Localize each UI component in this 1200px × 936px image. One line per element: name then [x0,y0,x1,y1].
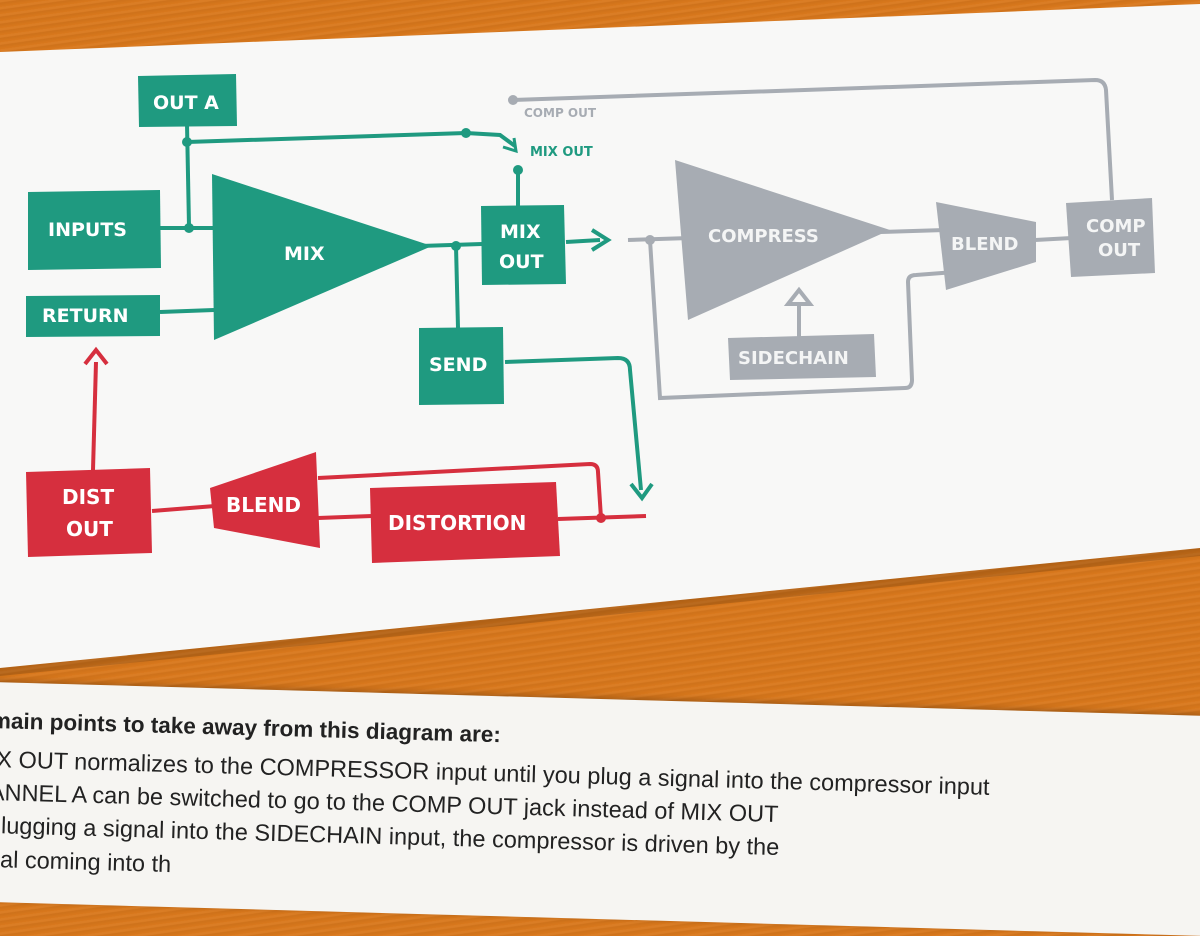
signal-flow-diagram: COMPRESS BLEND COMP OUT SIDECHAIN COMP O… [0,4,1200,676]
sidechain-block [728,334,876,380]
return-label: RETURN [42,305,129,327]
distortion-label: DISTORTION [388,511,526,535]
bus-arrowhead [502,137,518,154]
compress-triangle [675,160,890,320]
mix-triangle [212,174,432,340]
notes-heading: main points to take away from this diagr… [0,707,502,748]
notes-line-4: nal coming into th [0,845,172,878]
blend-dist-label: BLEND [226,493,301,517]
card-shadow [0,548,1200,676]
distortion-block [370,482,560,563]
blend-dist-block [210,452,320,548]
compress-input-dot [645,235,655,245]
notes-page: main points to take away from this diagr… [0,682,1200,936]
blend-comp-label: BLEND [951,234,1019,255]
sidechain-label: SIDECHAIN [738,348,849,369]
send-label: SEND [429,354,487,376]
mix-out-label-2: OUT [499,251,544,273]
dist-out-label-2: OUT [66,517,113,541]
out-a-junction [182,137,192,147]
inputs-block [28,190,161,270]
mix-label: MIX [284,243,325,265]
mix-out-arrowhead [590,228,612,252]
comp-out-block [1066,198,1155,277]
send-arrowhead [629,482,654,502]
return-arrowhead [83,346,109,366]
out-a-label: OUT A [153,92,219,114]
comp-out-label-2: OUT [1098,240,1141,261]
mix-out-junction [513,165,523,175]
bus-junction [461,128,471,138]
blend-comp-block [936,202,1036,290]
dist-out-label-1: DIST [62,485,114,509]
distortion-input-dot [596,513,606,523]
comp-out-small-label: COMP OUT [524,106,597,120]
return-block [26,295,160,337]
mix-out-block [481,205,566,285]
comp-out-label-1: COMP [1086,216,1146,237]
out-a-block [138,74,237,127]
inputs-label: INPUTS [48,219,127,241]
compressor-section [512,77,1114,401]
mix-out-small-label: MIX OUT [530,145,593,160]
dist-out-block [26,468,152,557]
inputs-junction [184,223,194,233]
compress-label: COMPRESS [708,226,819,247]
send-block [419,327,504,405]
sidechain-arrowhead [783,286,815,306]
comp-out-jack-dot [508,95,518,105]
mix-out-label-1: MIX [500,221,541,243]
send-junction [451,241,461,251]
